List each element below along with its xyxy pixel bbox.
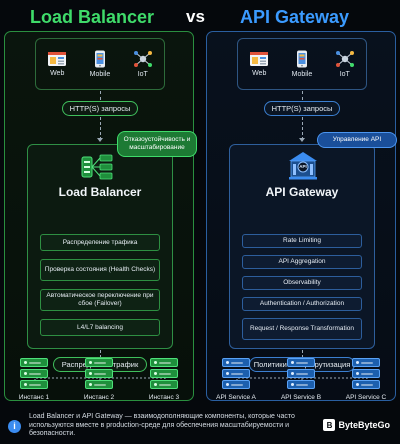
client-group: Web Mobile IoT [237,38,367,90]
flow-connector [302,117,303,140]
protocol-pill: HTTP(S) запросы [62,101,138,116]
server-unit [352,380,380,389]
api-gateway-title: API Gateway [265,185,339,199]
server-unit [222,380,250,389]
feature-traffic-distribution: Распределение трафика [40,234,160,251]
server-unit [20,369,48,378]
flow-connector [100,117,101,140]
feature-failover: Автоматическое переключение при сбое (Fa… [40,289,160,311]
server-unit [222,358,250,367]
feature-authentication: Authentication / Authorization [242,297,362,311]
feature-rate-limiting: Rate Limiting [242,234,362,248]
gateway-building-icon [289,152,317,180]
fault-tolerance-callout: Отказоустойчивость и масштабирование [117,131,197,157]
load-balancer-panel: Web Mobile IoT [4,31,197,401]
client-iot: IoT [335,50,355,78]
client-iot: IoT [133,50,153,78]
flow-connector [302,350,303,358]
feature-api-aggregation: API Aggregation [242,255,362,269]
protocol-pill: HTTP(S) запросы [264,101,340,116]
load-balancer-heading: Load Balancer [30,6,155,27]
flow-connector [302,91,303,100]
server-label: Инстанс 3 [148,394,180,401]
server-unit [20,358,48,367]
server-unit [150,380,178,389]
vs-label: vs [186,7,205,26]
api-service-b: API Service B [276,358,326,401]
server-label: Инстанс 2 [83,394,115,401]
arrow-down-icon [97,138,103,142]
iot-icon [335,51,354,67]
load-balancer-icon [81,154,113,180]
brand-logo: B ByteByteGo [323,419,390,431]
server-instance-3: Инстанс 3 [139,358,189,401]
api-service-c: API Service C [341,358,391,401]
footer-note: i Load Balancer и API Gateway — взаимодо… [4,410,396,442]
server-unit [85,369,113,378]
server-unit [352,369,380,378]
load-balancer-box: Load Balancer Распределение трафика Пров… [27,144,173,349]
client-label: Mobile [89,71,111,78]
client-label: Web [252,70,267,77]
server-label: API Service B [280,394,322,401]
client-mobile: Mobile [291,50,313,78]
server-instance-1: Инстанс 1 [9,358,59,401]
server-label: API Service A [216,394,256,401]
server-unit [150,358,178,367]
web-icon [250,52,269,66]
feature-l4-l7-balancing: L4/L7 balancing [40,319,160,336]
bytebytego-logo-icon: B [323,419,336,431]
client-label: IoT [339,71,350,78]
arrow-down-icon [299,138,305,142]
feature-health-checks: Проверка состояния (Health Checks) [40,259,160,281]
flow-connector [100,91,101,100]
api-gateway-heading: API Gateway [240,6,350,27]
load-balancer-title: Load Balancer [58,185,142,199]
client-mobile: Mobile [89,50,111,78]
client-group: Web Mobile IoT [35,38,165,90]
server-instance-2: Инстанс 2 [74,358,124,401]
iot-icon [133,51,152,67]
server-unit [287,380,315,389]
server-unit [20,380,48,389]
client-label: Web [50,70,65,77]
client-web: Web [249,51,269,77]
feature-observability: Observability [242,276,362,290]
server-label: Инстанс 1 [18,394,50,401]
server-unit [85,380,113,389]
footer-text: Load Balancer и API Gateway — взаимодопо… [29,413,295,438]
client-web: Web [47,51,67,77]
brand-name: ByteByteGo [338,420,390,430]
api-service-a: API Service A [211,358,261,401]
server-unit [222,369,250,378]
client-label: IoT [137,71,148,78]
mobile-icon [94,50,105,68]
info-icon: i [8,419,21,433]
mobile-icon [296,50,307,68]
server-label: API Service C [345,394,387,401]
server-unit [150,369,178,378]
server-unit [352,358,380,367]
server-unit [287,358,315,367]
gateway-badge: API [299,164,307,169]
api-gateway-box: API API Gateway Rate Limiting API Aggreg… [229,144,375,349]
feature-transformation: Request / Response Transformation [242,318,362,340]
flow-connector [100,350,101,358]
api-management-callout: Управление API [317,132,397,148]
api-gateway-panel: Web Mobile IoT [206,31,397,401]
web-icon [48,52,67,66]
server-unit [85,358,113,367]
client-label: Mobile [291,71,313,78]
server-unit [287,369,315,378]
